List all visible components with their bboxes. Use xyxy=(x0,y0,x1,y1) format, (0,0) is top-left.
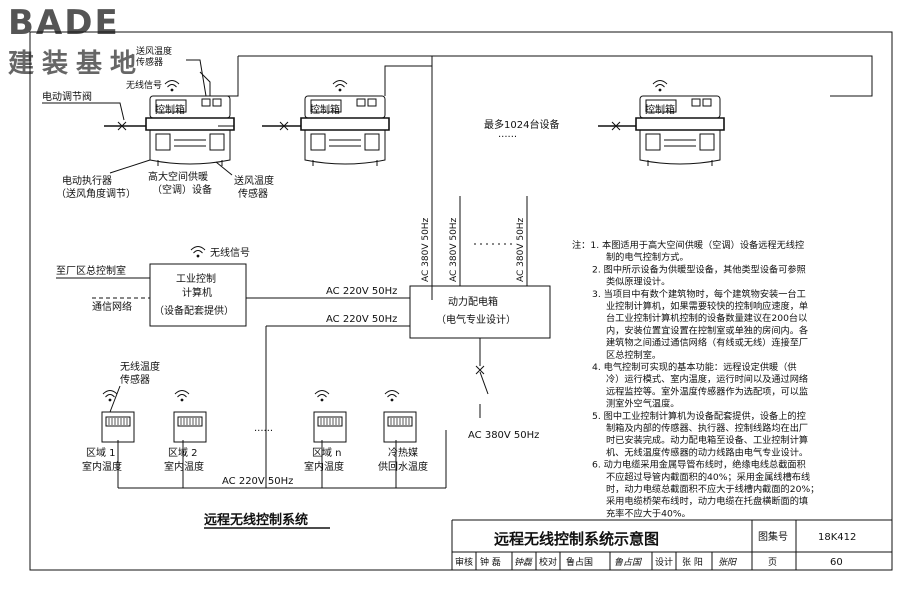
zone-2: 区域 2 室内温度 xyxy=(164,390,207,473)
note-line: 5. 图中工业控制计算机为设备配套提供，设备上的控 xyxy=(592,410,806,422)
design-label: 设计 xyxy=(655,556,673,568)
zones-ellipsis: ······ xyxy=(254,426,273,437)
network-label: 通信网络 xyxy=(92,300,132,313)
ac220-label-1: AC 220V 50Hz xyxy=(326,286,397,297)
actuator-line1: 电动执行器 xyxy=(62,174,112,187)
zone-2-line2: 室内温度 xyxy=(164,460,204,473)
control-box-label: 控制箱 xyxy=(645,103,675,116)
zone-1-line2: 室内温度 xyxy=(82,460,122,473)
industrial-pc-box xyxy=(149,263,247,327)
note-line: 2. 图中所示设备为供暖型设备，其他类型设备可参照 xyxy=(592,263,806,275)
ac220-label-2: AC 220V 50Hz xyxy=(326,314,397,325)
note-line: 时，动力电缆总截面积不应大于线槽内截面的20%； xyxy=(606,483,819,495)
note-line: 3. 当项目中有数个建筑物时，每个建筑物安装一台工 xyxy=(592,288,806,300)
supply-sensor-line2: 传感器 xyxy=(238,187,268,200)
zone-2-line1: 区域 2 xyxy=(168,446,198,459)
zone-sensor-line1: 无线温度 xyxy=(120,360,160,373)
feeder-label-3: AC 380V 50Hz xyxy=(516,217,526,282)
zone-1-line1: 区域 1 xyxy=(86,446,116,459)
max-devices-label: 最多1024台设备 xyxy=(484,118,559,131)
reviewer-name: 钟 磊 xyxy=(480,556,501,568)
top-wireless-label: 无线信号 xyxy=(126,79,162,91)
ac220-label-3: AC 220V 50Hz xyxy=(222,476,293,487)
note-line: 台工业控制计算机控制的设备数量建议在200台以 xyxy=(606,312,807,324)
drawing-title: 远程无线控制系统示意图 xyxy=(494,530,659,548)
ipc-line3: （设备配套提供） xyxy=(154,304,234,317)
brand-logo: BADE xyxy=(8,3,120,43)
factory-room-label: 至厂区总控制室 xyxy=(56,264,126,277)
zone-medium: 冷热媒 供回水温度 xyxy=(378,390,428,473)
note-line: 制的电气控制方式。 xyxy=(606,251,689,263)
note-line: 建筑物之间通过通信网络（有线或无线）连接至厂 xyxy=(606,337,808,349)
atlas-label: 图集号 xyxy=(758,530,788,543)
zone-n-line2: 室内温度 xyxy=(304,460,344,473)
note-line: 制箱及内部的传感器、执行器、控制线路均在出厂 xyxy=(606,422,808,434)
hvac-line2: （空调）设备 xyxy=(152,183,212,196)
power-box-line1: 动力配电箱 xyxy=(448,295,498,308)
designer-signature: 张阳 xyxy=(718,557,737,568)
zone-medium-line1: 冷热媒 xyxy=(388,446,418,459)
hvac-unit-1: 控制箱 xyxy=(104,71,235,167)
hvac-unit-2: 控制箱 xyxy=(262,65,432,167)
page-label: 页 xyxy=(768,557,777,568)
sheet-border xyxy=(29,31,893,571)
zone-n: 区域 n 室内温度 xyxy=(304,390,347,473)
supply-sensor-line1: 送风温度 xyxy=(234,174,274,187)
note-line: 类似原理设计。 xyxy=(606,276,670,288)
control-box-label: 控制箱 xyxy=(310,103,340,116)
note-line: 区总控制室。 xyxy=(606,349,661,361)
note-line: 内，安装位置宜设置在控制室或单独的房间内。各 xyxy=(606,324,808,336)
actuator-line2: （送风角度调节） xyxy=(56,187,136,200)
note-line: 6. 动力电缆采用金属导管布线时，绝缘电线总截面积 xyxy=(592,459,806,471)
note-line: 不应超过导管内截面积的40%；采用金属线槽布线 xyxy=(606,471,810,483)
zone-n-line1: 区域 n xyxy=(312,446,342,459)
brand-subtitle: 建装基地 xyxy=(8,49,144,79)
valve-label: 电动调节阀 xyxy=(42,90,92,103)
power-distribution-box xyxy=(409,285,551,339)
ipc-line1: 工业控制 xyxy=(176,272,216,285)
ipc-wireless-label: 无线信号 xyxy=(210,246,250,259)
checker-signature: 鲁占国 xyxy=(614,557,643,568)
note-line: 4. 电气控制可实现的基本功能：远程设定供暖（供 xyxy=(592,361,797,373)
designer-name: 张 阳 xyxy=(682,557,703,568)
feeder-label-1: AC 380V 50Hz xyxy=(421,217,431,282)
title-block: 远程无线控制系统示意图 图集号 18K412 审核 钟 磊 钟磊 校对 鲁占国 … xyxy=(451,519,892,570)
checker-name: 鲁占国 xyxy=(566,556,593,568)
review-label: 审核 xyxy=(455,556,473,568)
power-box-line2: （电气专业设计） xyxy=(436,313,516,326)
note-line: 充率不应大于40%。 xyxy=(606,507,691,519)
hvac-unit-3: 控制箱 xyxy=(598,80,725,167)
note-line: 机、无线温度传感器的动力线路由电气专业设计。 xyxy=(606,446,808,458)
incoming-power-label: AC 380V 50Hz xyxy=(468,430,539,441)
zone-1: 区域 1 室内温度 xyxy=(82,390,135,473)
zone-medium-line2: 供回水温度 xyxy=(378,460,428,473)
check-label: 校对 xyxy=(539,556,557,568)
note-line: 业控制计算机，如果需要较快的控制响应速度，单 xyxy=(606,300,808,312)
note-line: 时已安装完成。动力配电箱至设备、工业控制计算 xyxy=(606,434,808,446)
top-sensor-line2: 传感器 xyxy=(136,56,163,68)
top-sensor-line1: 送风温度 xyxy=(136,45,172,57)
feeder-label-2: AC 380V 50Hz xyxy=(449,217,459,282)
note-line: 远程监控等。室外温度传感器作为选配项，可以监 xyxy=(606,385,808,397)
page-number: 60 xyxy=(830,557,843,568)
control-box-label: 控制箱 xyxy=(155,103,185,116)
atlas-number: 18K412 xyxy=(818,532,856,543)
system-title: 远程无线控制系统 xyxy=(204,512,308,528)
note-line: 采用电缆桥架布线时，动力电缆在托盘横断面的填 xyxy=(606,495,808,507)
ipc-line2: 计算机 xyxy=(182,286,212,299)
reviewer-signature: 钟磊 xyxy=(514,557,533,568)
zone-sensor-line2: 传感器 xyxy=(120,373,150,386)
hvac-line1: 高大空间供暖 xyxy=(148,170,208,183)
note-line: 测室外空气温度。 xyxy=(606,398,680,410)
devices-ellipsis: ······ xyxy=(498,132,517,143)
note-line: 冷）运行模式、室内温度，运行时间以及通过网络 xyxy=(606,373,808,385)
note-line: 注：1. 本图适用于高大空间供暖（空调）设备远程无线控 xyxy=(572,239,804,251)
